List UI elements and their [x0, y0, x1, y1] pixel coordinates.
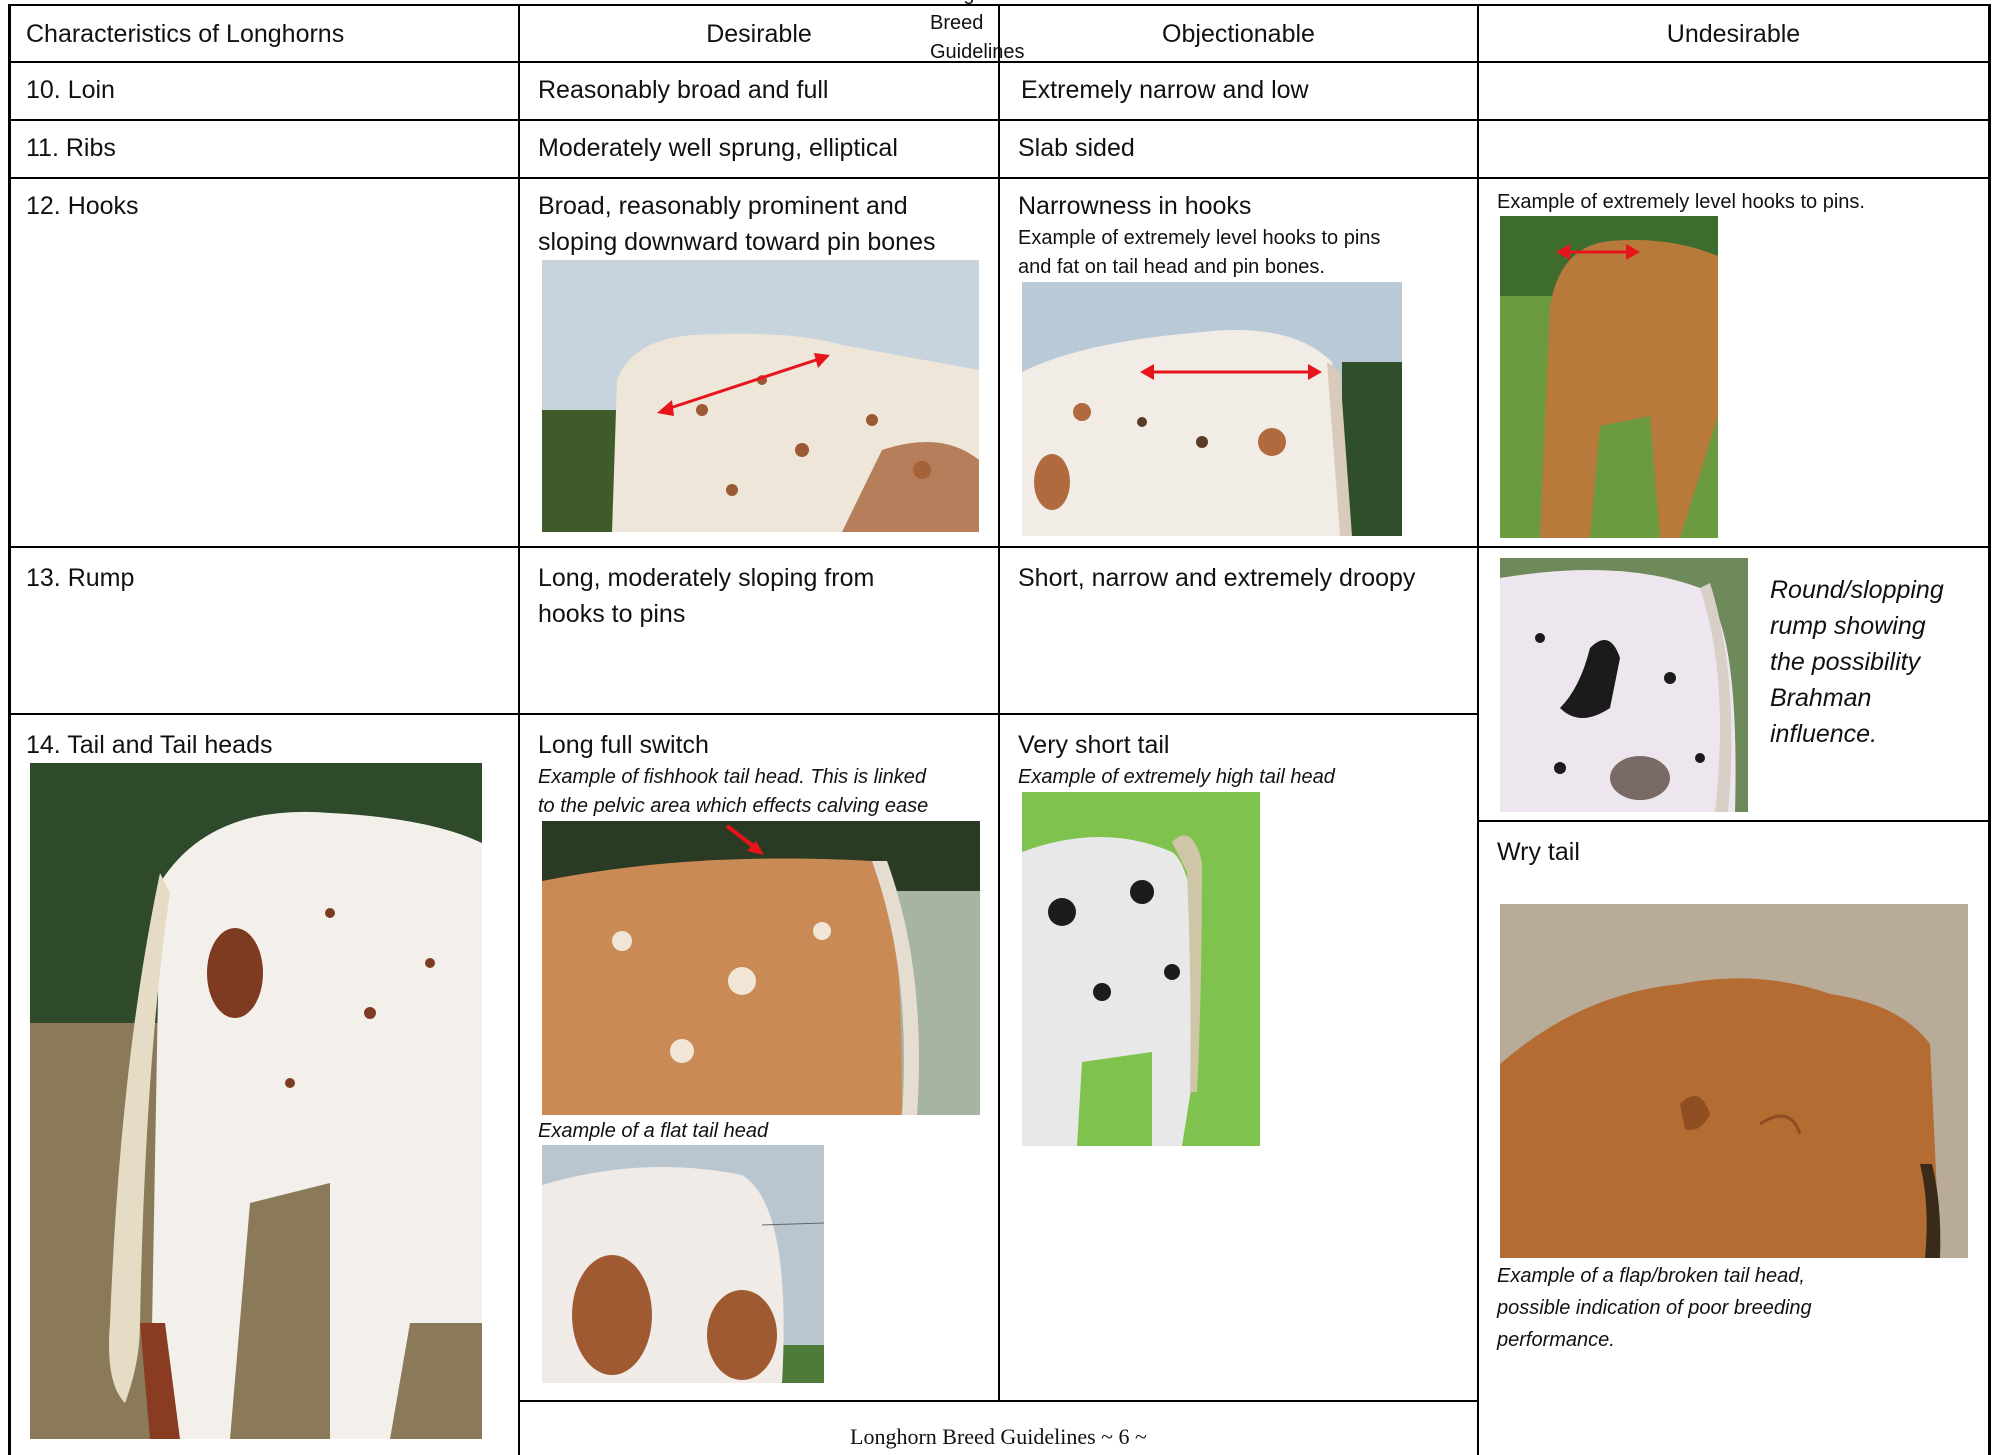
rump-desirable-line2: hooks to pins: [538, 600, 686, 628]
page-footer: Longhorn Breed Guidelines ~ 6 ~: [850, 1424, 1147, 1449]
grid-line: [518, 5, 520, 1455]
header-objectionable: Objectionable: [1162, 20, 1315, 48]
row-label-hooks: 12. Hooks: [26, 192, 139, 220]
rump-objectionable: Short, narrow and extremely droopy: [1018, 564, 1416, 592]
photo-hooks-objectionable: [1022, 282, 1402, 536]
photo-tail-high: [1022, 792, 1260, 1146]
rump-caption-line: Round/slopping: [1770, 576, 1944, 604]
cut-title: Longhorn Breed Guidelines: [930, 0, 1025, 63]
photo-tail-fishhook: [542, 821, 980, 1115]
hooks-desirable-line2: sloping downward toward pin bones: [538, 228, 936, 256]
grid-line: [8, 546, 1991, 548]
grid-line: [8, 177, 1991, 179]
ribs-objectionable: Slab sided: [1018, 134, 1135, 162]
row-label-tail: 14. Tail and Tail heads: [26, 731, 273, 759]
tail-undesirable-caption-line2: possible indication of poor breeding: [1497, 1297, 1812, 1319]
loin-objectionable: Extremely narrow and low: [1021, 76, 1309, 104]
header-undesirable: Undesirable: [1666, 20, 1801, 48]
grid-line: [8, 5, 11, 1455]
tail-desirable-caption-line2: to the pelvic area which effects calving…: [538, 795, 929, 817]
row-label-ribs: 11. Ribs: [26, 134, 116, 162]
photo-rump-undesirable: [1500, 558, 1748, 812]
grid-line: [8, 713, 1478, 715]
row-label-loin: 10. Loin: [26, 76, 115, 104]
hooks-undesirable-caption: Example of extremely level hooks to pins…: [1497, 191, 1865, 213]
header-characteristics: Characteristics of Longhorns: [26, 20, 345, 48]
tail-undesirable-caption-line3: performance.: [1497, 1329, 1615, 1351]
header-desirable: Desirable: [706, 20, 812, 48]
hooks-desirable-line1: Broad, reasonably prominent and: [538, 192, 908, 220]
rump-desirable-line1: Long, moderately sloping from: [538, 564, 875, 592]
photo-hooks-desirable: [542, 260, 979, 532]
ribs-desirable: Moderately well sprung, elliptical: [538, 134, 898, 162]
photo-hooks-undesirable: [1500, 216, 1718, 538]
tail-objectionable-caption: Example of extremely high tail head: [1018, 766, 1335, 788]
rump-undesirable-caption: Round/slopping rump showing the possibil…: [1770, 572, 1980, 752]
grid-line: [1988, 5, 1991, 1455]
rump-caption-line: Brahman: [1770, 684, 1872, 712]
grid-line: [1477, 820, 1991, 822]
grid-line: [8, 119, 1991, 121]
grid-line: [8, 61, 1991, 63]
rump-caption-line: influence.: [1770, 720, 1878, 748]
photo-tail-flat: [542, 1145, 824, 1383]
rump-caption-line: rump showing: [1770, 612, 1926, 640]
tail-objectionable: Very short tail: [1018, 731, 1170, 759]
tail-desirable: Long full switch: [538, 731, 709, 759]
hooks-objectionable: Narrowness in hooks: [1018, 192, 1252, 220]
loin-desirable: Reasonably broad and full: [538, 76, 829, 104]
row-label-rump: 13. Rump: [26, 564, 135, 592]
grid-line: [8, 4, 1991, 6]
photo-tail-wry: [1500, 904, 1968, 1258]
hooks-objectionable-caption-line1: Example of extremely level hooks to pins: [1018, 227, 1381, 249]
photo-tail-characteristics: [30, 763, 482, 1439]
grid-line: [998, 5, 1000, 1401]
tail-desirable-caption-line1: Example of fishhook tail head. This is l…: [538, 766, 926, 788]
rump-caption-line: the possibility: [1770, 648, 1921, 676]
tail-undesirable-caption-line1: Example of a flap/broken tail head,: [1497, 1265, 1805, 1287]
tail-desirable-caption2: Example of a flat tail head: [538, 1120, 769, 1142]
grid-line: [518, 1400, 1478, 1402]
grid-line: [1477, 5, 1479, 1455]
hooks-objectionable-caption-line2: and fat on tail head and pin bones.: [1018, 256, 1325, 278]
tail-undesirable: Wry tail: [1497, 838, 1580, 866]
